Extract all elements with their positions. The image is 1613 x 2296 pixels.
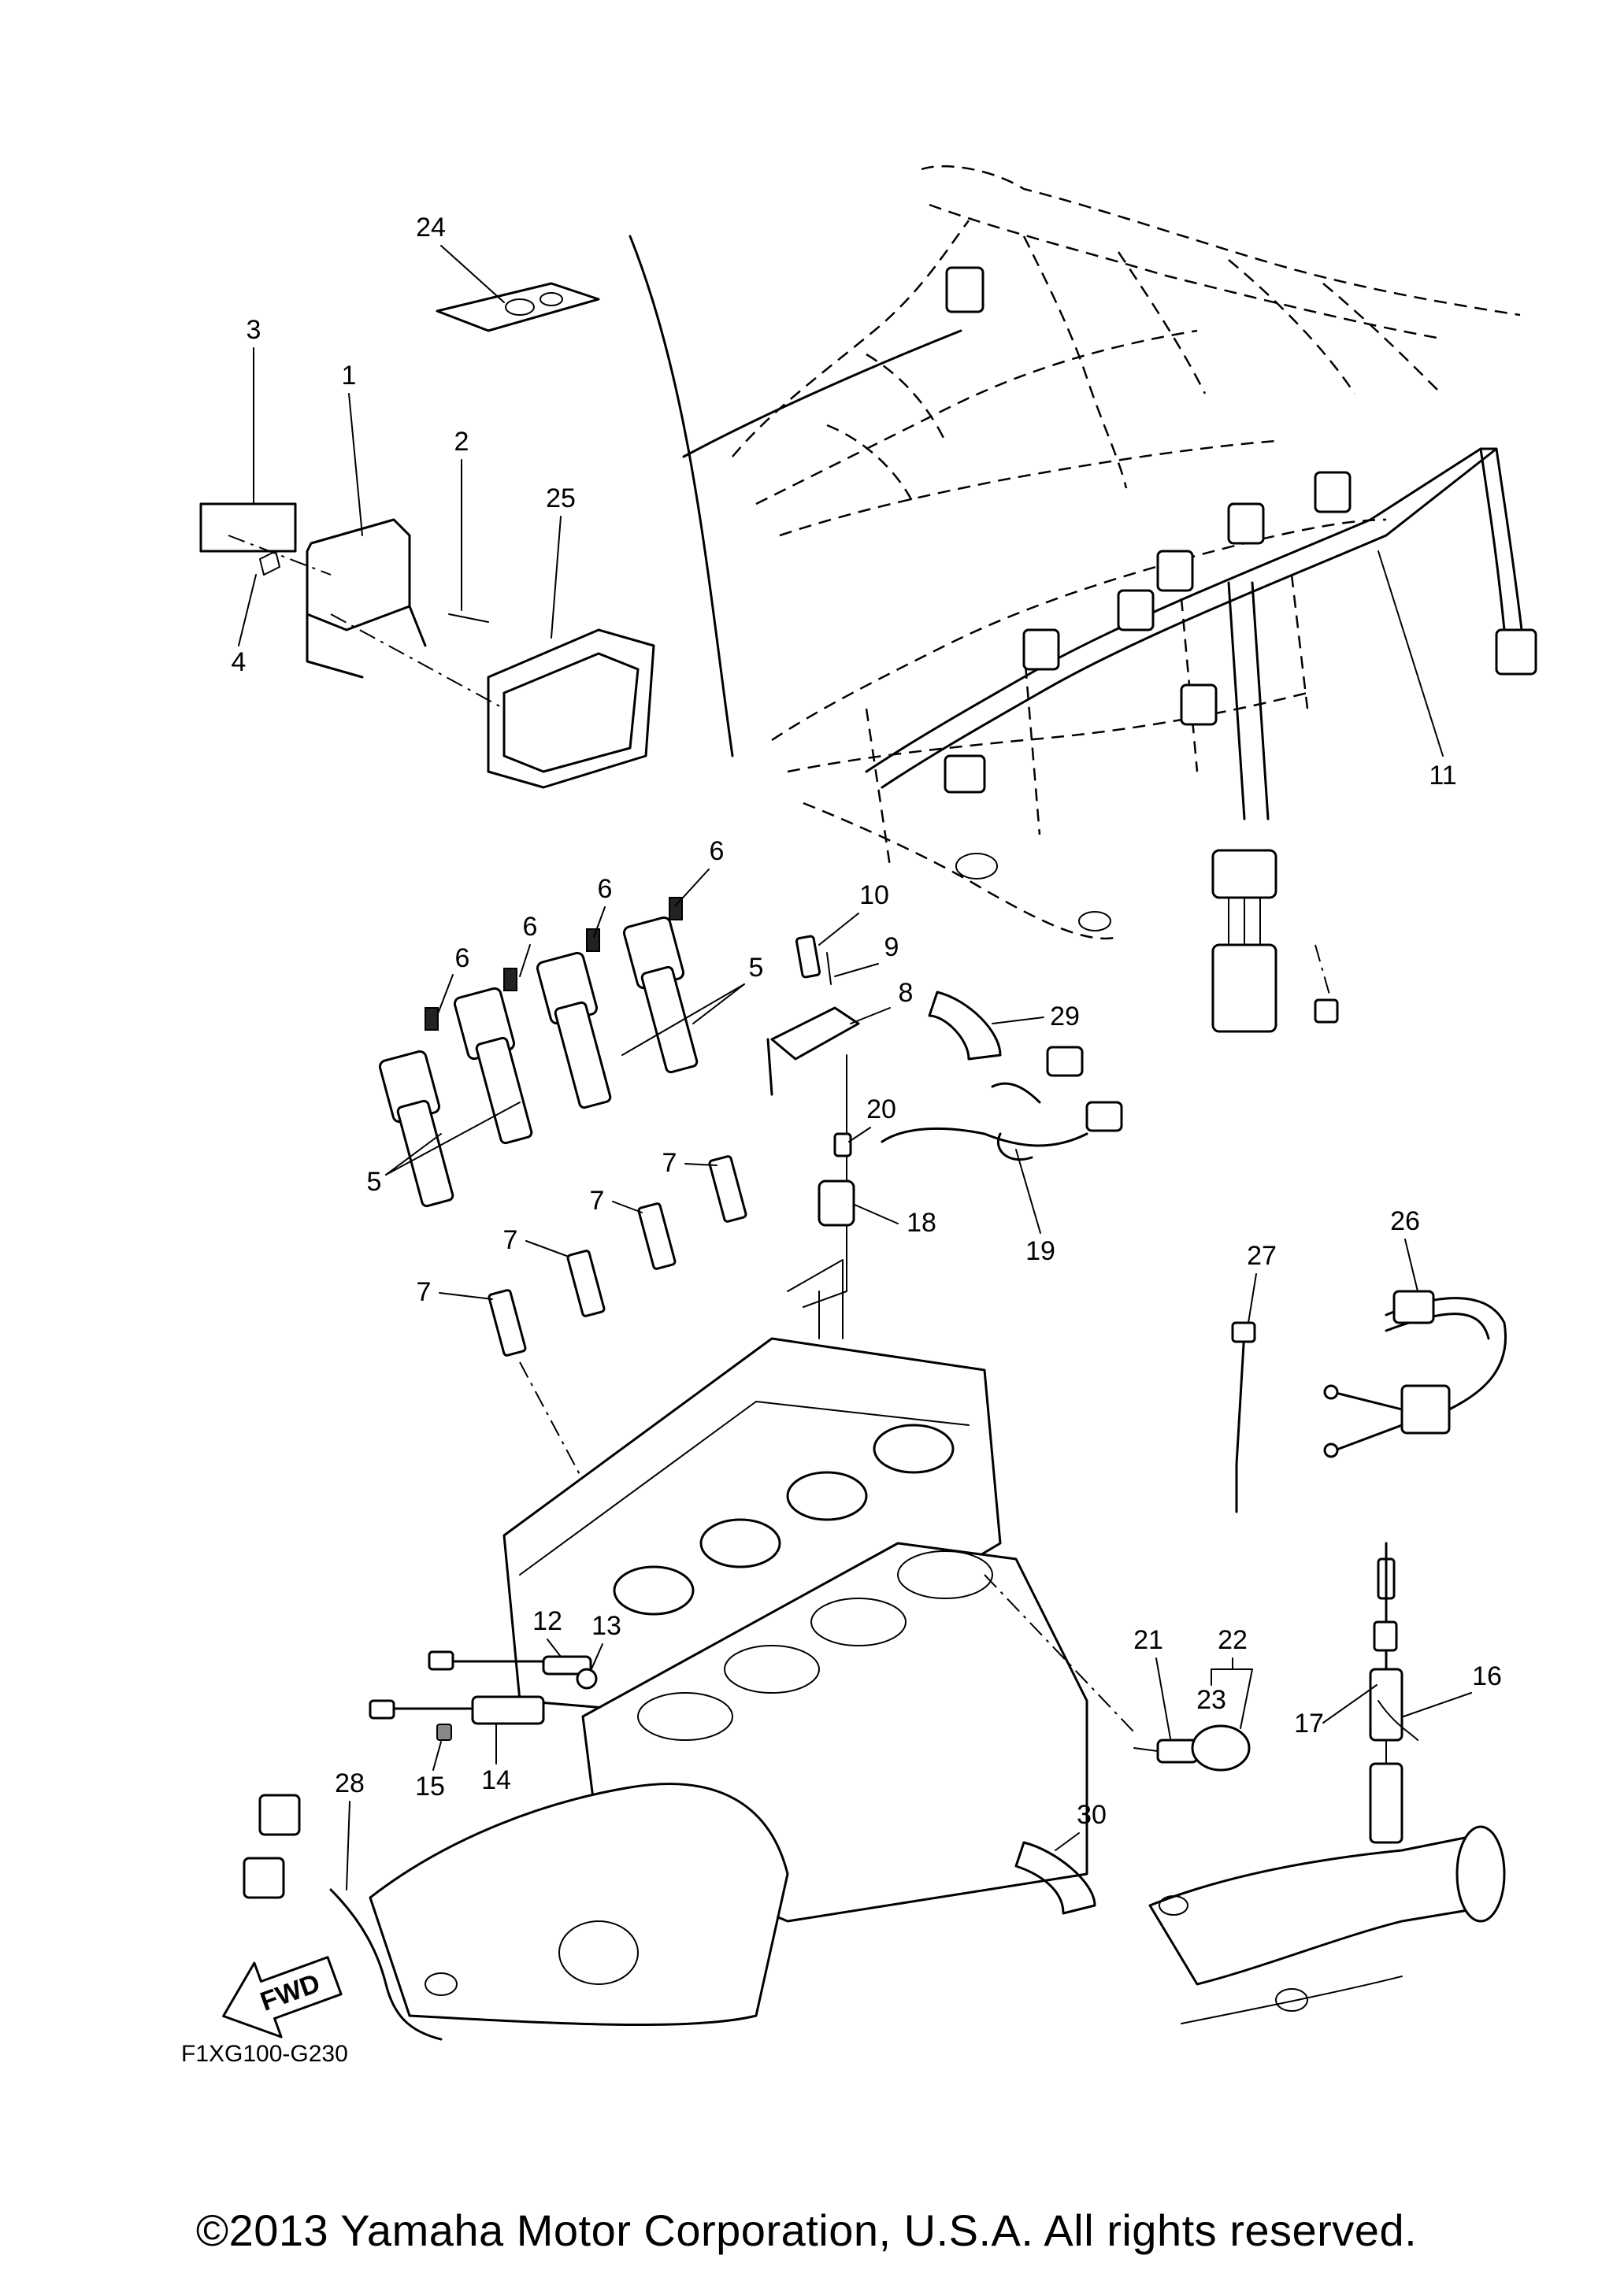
bracket-3: [199, 502, 297, 553]
callout-14: 14: [481, 1765, 511, 1795]
callouts: 24 3 1 2 25 4 11 6 6 6 6 5 5 10 9 8 29: [232, 213, 1502, 1890]
callout-25: 25: [546, 483, 576, 513]
callout-20: 20: [866, 1094, 896, 1124]
sensor-16: [1369, 1668, 1403, 1742]
callout-23: 23: [1196, 1685, 1226, 1715]
callout-22: 22: [1218, 1625, 1248, 1655]
switch-21: [1156, 1739, 1199, 1764]
callout-10: 10: [859, 880, 889, 910]
diagram-code: F1XG100-G230: [181, 2041, 348, 2067]
callout-15: 15: [415, 1772, 445, 1802]
callout-29: 29: [1050, 1002, 1080, 1031]
sensor-14: [471, 1695, 545, 1725]
callout-27: 27: [1247, 1241, 1277, 1271]
washer-13: [576, 1668, 598, 1690]
switch-group: [1133, 1724, 1251, 1772]
callout-26: 26: [1390, 1206, 1420, 1236]
harness-coupler: [1211, 943, 1277, 1033]
deck-connector: [945, 266, 984, 313]
cable-tie-and-lead: [1231, 1290, 1507, 1513]
hull-deck-drawing: [682, 165, 1521, 537]
harness-lead-to-deck: [682, 329, 962, 458]
callout-4: 4: [232, 647, 247, 677]
callout-17: 17: [1294, 1709, 1324, 1739]
callout-7-d: 7: [417, 1277, 432, 1307]
screw-2: [448, 613, 489, 623]
ignition-coils: [378, 897, 699, 1208]
callout-6-a: 6: [710, 836, 725, 866]
screw-20: [833, 1132, 852, 1157]
callout-12: 12: [532, 1606, 562, 1636]
knock-sensor-group: [369, 1650, 598, 1741]
callout-3: 3: [247, 315, 261, 345]
cable-tie-27: [1231, 1321, 1256, 1343]
wire-harness: [865, 447, 1537, 1033]
intake-manifold-drawing: [771, 518, 1387, 940]
callout-16: 16: [1472, 1661, 1502, 1691]
section-divider: [629, 235, 734, 757]
fwd-arrow: FWD: [222, 1956, 343, 2039]
callout-13: 13: [591, 1611, 621, 1641]
band-29: [928, 991, 1002, 1061]
callout-6-b: 6: [598, 874, 613, 904]
callout-5-a: 5: [749, 953, 764, 983]
bolt-4: [259, 550, 280, 576]
callout-1: 1: [342, 361, 357, 391]
bracket-8: [770, 1006, 860, 1061]
ecu-group: [199, 282, 655, 789]
callout-6-c: 6: [523, 912, 538, 942]
callout-5-b: 5: [367, 1167, 382, 1197]
callout-24: 24: [416, 213, 446, 243]
callout-6-d: 6: [455, 943, 470, 973]
bracket-1: [306, 518, 411, 631]
exhaust-pipe-drawing: [1148, 1574, 1506, 2024]
callout-18: 18: [907, 1208, 936, 1238]
bolt-10: [795, 935, 821, 979]
sensor-group: [818, 1046, 1123, 1227]
callout-9: 9: [884, 932, 899, 962]
harness-28: [243, 1794, 443, 2041]
callout-8: 8: [899, 978, 914, 1008]
callout-11: 11: [1429, 761, 1456, 791]
bolt-15: [436, 1724, 452, 1741]
callout-21: 21: [1133, 1625, 1163, 1655]
engine-block-drawing: [369, 1259, 1135, 2027]
callout-7-c: 7: [503, 1225, 518, 1255]
sensor-12: [542, 1655, 592, 1676]
callout-2: 2: [454, 427, 469, 457]
band-30: [1014, 1841, 1096, 1915]
spark-plugs: [488, 1155, 747, 1481]
callout-7-b: 7: [590, 1186, 605, 1216]
copyright-notice: ©2013 Yamaha Motor Corporation, U.S.A. A…: [195, 2205, 1418, 2255]
ecu-cover-24: [436, 282, 600, 332]
lead-coupler-26: [1392, 1290, 1435, 1324]
callout-30: 30: [1077, 1800, 1107, 1830]
callout-28: 28: [335, 1768, 365, 1798]
temperature-sensor-group: [1369, 1542, 1418, 1742]
sensor-18: [818, 1179, 855, 1227]
callout-19: 19: [1025, 1236, 1055, 1266]
small-bracket-group: [766, 935, 1002, 1308]
callout-7-a: 7: [662, 1148, 677, 1178]
part-23: [1191, 1724, 1251, 1772]
bolt-9: [826, 952, 832, 985]
